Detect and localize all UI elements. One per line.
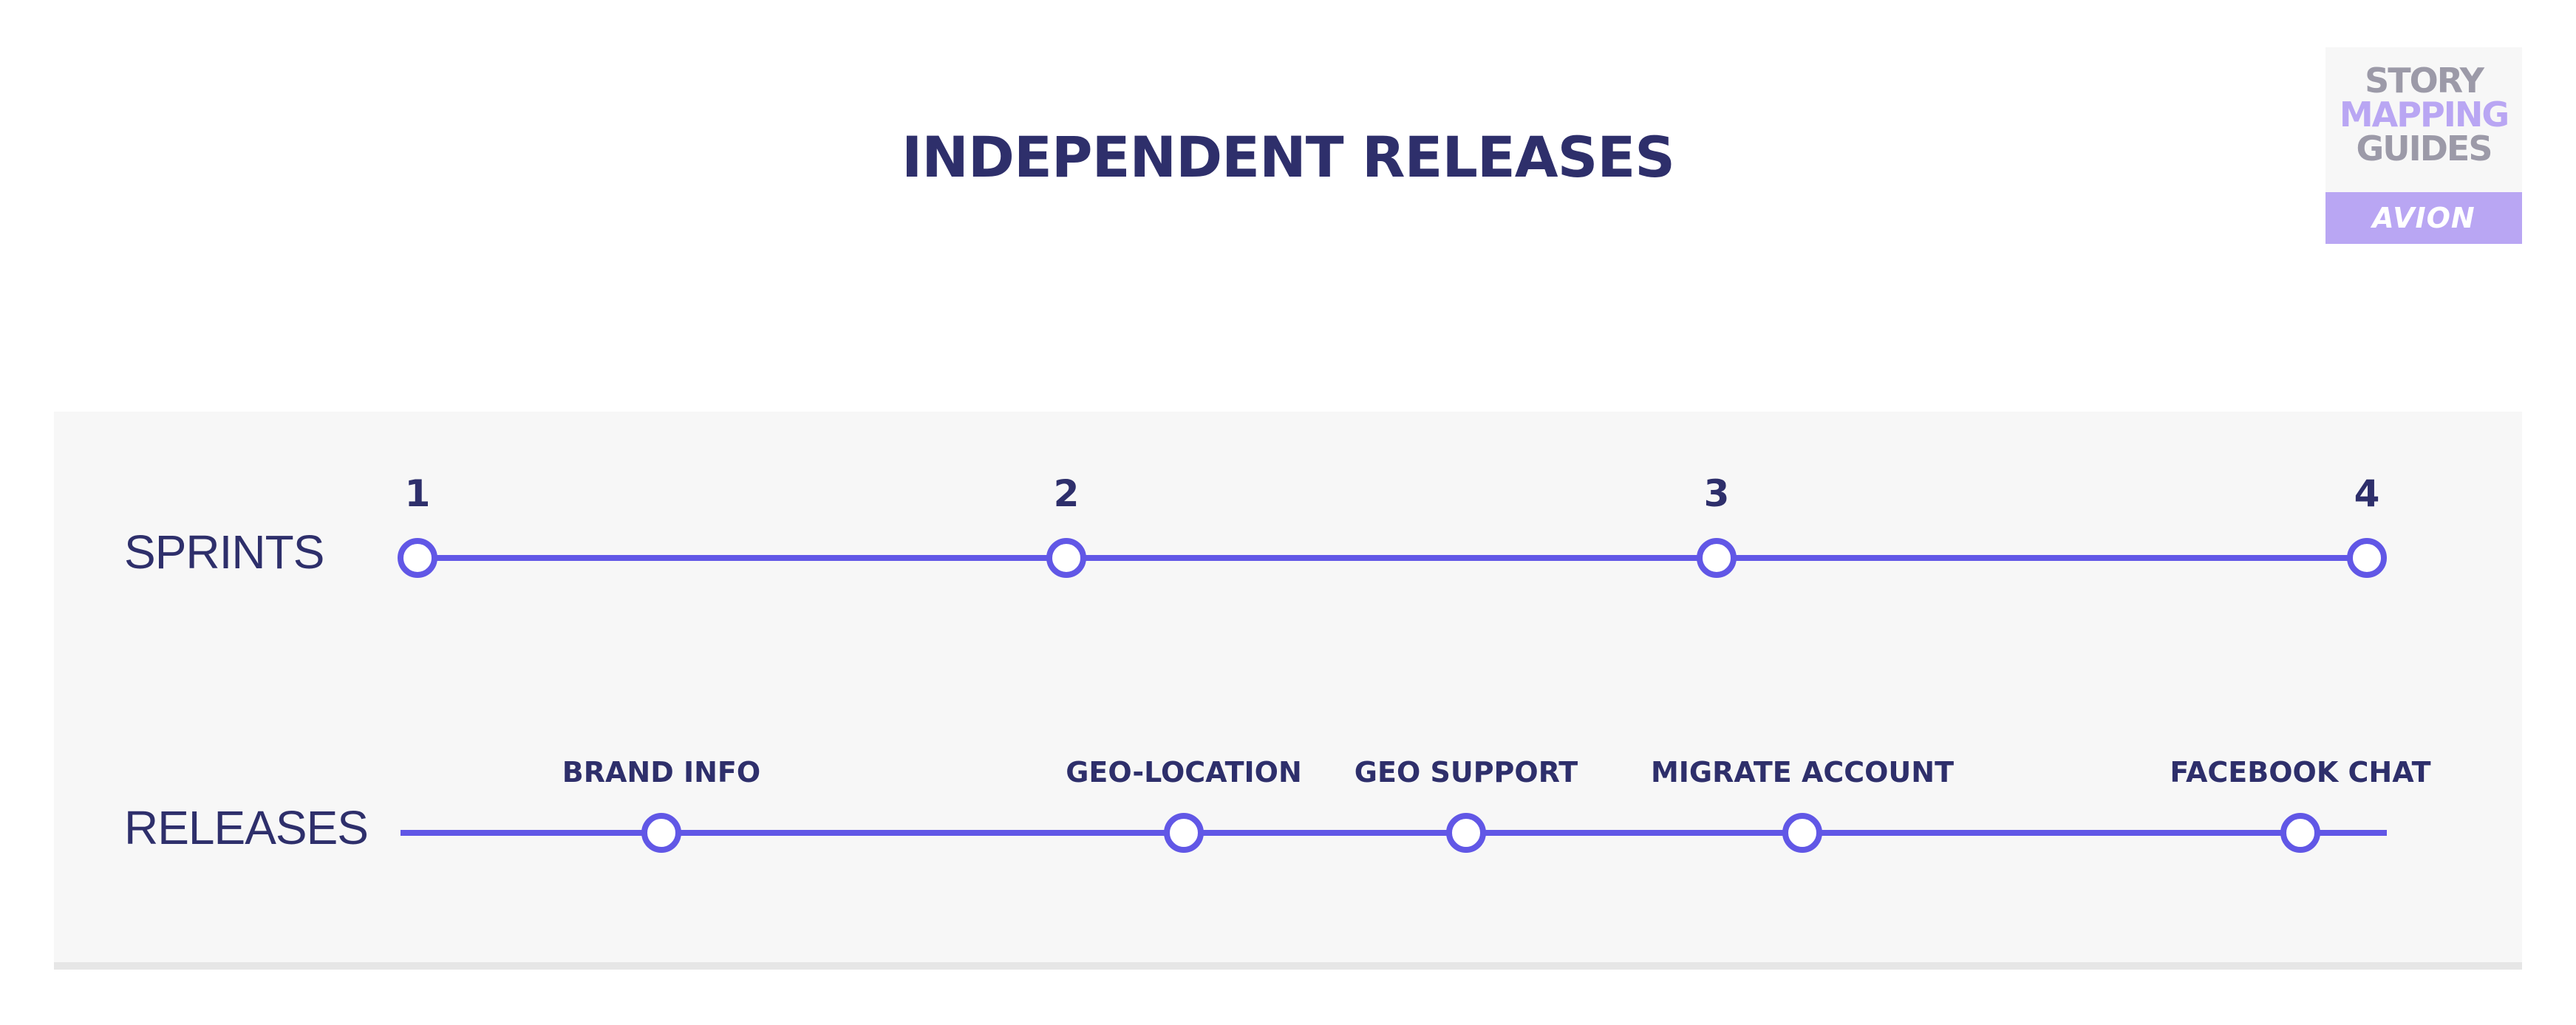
sprint-2-label: 2 xyxy=(1054,472,1080,515)
release-5-node xyxy=(2280,813,2320,853)
release-4-label: MIGRATE ACCOUNT xyxy=(1651,756,1954,789)
sprint-4-label: 4 xyxy=(2354,472,2380,515)
release-2-label: GEO-LOCATION xyxy=(1066,756,1302,789)
logo-line-guides: GUIDES xyxy=(2356,129,2493,168)
sprint-1-label: 1 xyxy=(405,472,431,515)
logo-line-mapping: MAPPING xyxy=(2339,95,2509,134)
sprints-row-label: SPRINTS xyxy=(124,525,324,579)
logo-line-story: STORY xyxy=(2365,61,2484,101)
timeline-panel xyxy=(54,412,2522,970)
release-3-node xyxy=(1446,813,1486,853)
release-4-node xyxy=(1782,813,1822,853)
sprint-3-node xyxy=(1697,538,1737,578)
sprint-2-node xyxy=(1046,538,1086,578)
sprint-3-label: 3 xyxy=(1704,472,1730,515)
logo-wordmark: STORY MAPPING GUIDES xyxy=(2325,64,2522,166)
avion-brand-logo: AVION xyxy=(2372,202,2476,234)
page-title: INDEPENDENT RELEASES xyxy=(901,124,1675,190)
release-1-node xyxy=(641,813,681,853)
logo-brand-band: AVION xyxy=(2325,192,2522,244)
release-5-label: FACEBOOK CHAT xyxy=(2170,756,2430,789)
sprint-1-node xyxy=(398,538,437,578)
release-2-node xyxy=(1164,813,1204,853)
releases-row-label: RELEASES xyxy=(124,801,369,854)
release-1-label: BRAND INFO xyxy=(562,756,760,789)
story-mapping-guides-logo: STORY MAPPING GUIDES AVION xyxy=(2325,47,2522,244)
sprint-4-node xyxy=(2347,538,2387,578)
release-3-label: GEO SUPPORT xyxy=(1355,756,1578,789)
